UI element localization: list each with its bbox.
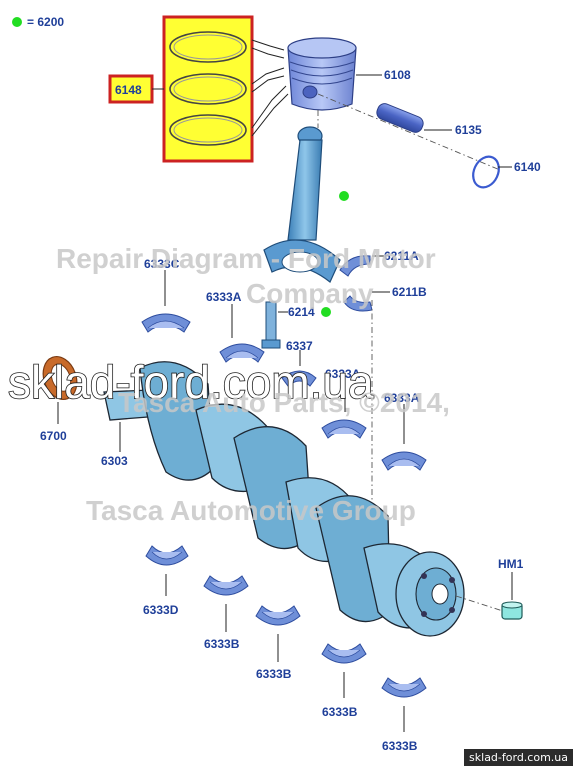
callout-hm1: HM1	[498, 557, 524, 571]
watermark-line-1: Repair Diagram - Ford Motor	[56, 243, 436, 274]
callout-6333A-3: 6333A	[384, 391, 420, 405]
watermark-line-5: Tasca Automotive Group	[86, 495, 416, 526]
rod-bearing-6211A[interactable]: 6211A	[339, 249, 419, 277]
callout-6148-box	[108, 74, 154, 104]
callout-6333B-3: 6333B	[322, 705, 358, 719]
callout-6108: 6108	[384, 68, 411, 82]
main-bearing-upper-6333C[interactable]: 6333C	[141, 257, 191, 333]
piston-crown-icon	[287, 37, 357, 59]
legend-dot-icon	[12, 17, 22, 27]
main-bearing-upper-6333A-1[interactable]: 6333A	[206, 290, 265, 363]
callout-6333B-1: 6333B	[204, 637, 240, 651]
connecting-rod[interactable]	[263, 110, 349, 283]
callout-6333A-2: 6333A	[325, 367, 361, 381]
main-bearing-upper-6333A-3[interactable]: 6333A	[381, 391, 427, 471]
rod-bolt-6214[interactable]: 6214	[261, 301, 331, 349]
crankshaft-6303[interactable]: 6303	[101, 361, 465, 637]
piston-ring-top-icon	[169, 31, 247, 63]
callout-6211B: 6211B	[392, 285, 427, 299]
callout-6333C: 6333C	[144, 257, 180, 271]
rear-oil-seal-6700[interactable]: 6700	[37, 352, 82, 443]
watermark-line-2: Company	[246, 278, 374, 309]
callout-6700: 6700	[40, 429, 67, 443]
piston-pin-6135[interactable]: 6135	[317, 93, 501, 171]
watermark-line-3: sklad-ford.com.ua	[8, 356, 374, 408]
callout-6148: 6148	[115, 83, 142, 97]
retaining-clip-6140[interactable]: 6140	[468, 152, 541, 191]
piston-ring-oil-icon	[169, 114, 247, 146]
dowel-pin-hm1[interactable]: HM1	[455, 557, 524, 620]
main-bearing-lower-6333B-3[interactable]: 6333B	[321, 643, 367, 719]
main-bearing-lower-6333D[interactable]: 6333D	[143, 545, 189, 617]
callout-6333D: 6333D	[143, 603, 179, 617]
bolt-dot-icon	[321, 307, 331, 317]
callout-6214: 6214	[288, 305, 315, 319]
piston-ring-middle-icon	[169, 73, 247, 105]
watermark-line-4: Tasca Auto Parts, ©2014,	[118, 387, 450, 418]
callout-6211A: 6211A	[384, 249, 419, 263]
callout-6140: 6140	[514, 160, 541, 174]
main-bearing-lower-6333B-1[interactable]: 6333B	[203, 575, 249, 651]
main-bearing-lower-6333B-4[interactable]: 6333B	[381, 677, 427, 753]
site-footer-label: sklad-ford.com.ua	[464, 749, 573, 766]
rod-bearing-6211B[interactable]: 6211B	[343, 285, 427, 600]
legend-text: = 6200	[27, 15, 64, 29]
legend: = 6200	[12, 15, 64, 29]
main-bearing-upper-6333A-2[interactable]: 6333A	[321, 367, 367, 439]
piston-6108[interactable]: 6108	[287, 37, 411, 111]
oil-seal-dot-icon	[339, 191, 349, 201]
callout-6333A-1: 6333A	[206, 290, 242, 304]
thrust-washer-6337[interactable]: 6337	[281, 339, 317, 387]
callout-6303: 6303	[101, 454, 128, 468]
watermark-group: Repair Diagram - Ford Motor Company skla…	[7, 243, 450, 526]
callout-6333B-2: 6333B	[256, 667, 292, 681]
callout-6135: 6135	[455, 123, 482, 137]
callout-6337: 6337	[286, 339, 313, 353]
main-bearing-lower-6333B-2[interactable]: 6333B	[255, 605, 301, 681]
piston-ring-set-6148[interactable]: 6148	[108, 15, 289, 163]
callout-6333B-4: 6333B	[382, 739, 418, 753]
